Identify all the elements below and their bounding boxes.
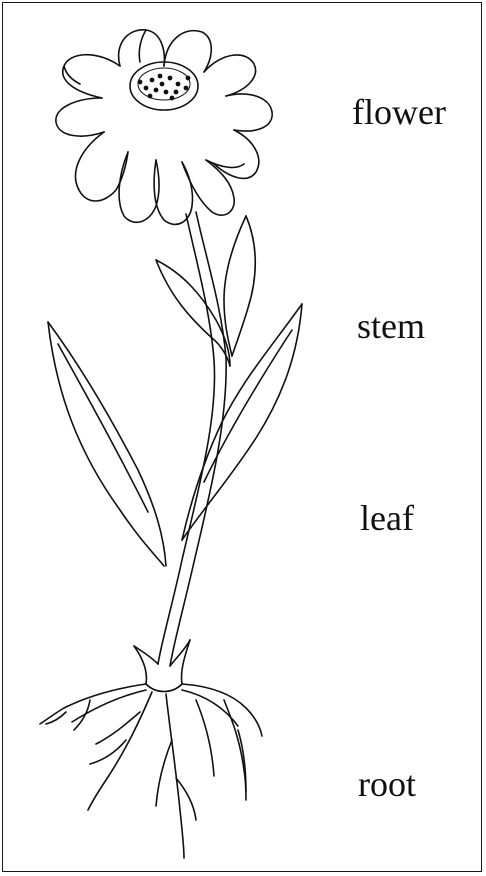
label-stem: stem — [357, 308, 425, 344]
roots — [40, 640, 262, 858]
left-leaf — [48, 322, 166, 566]
stem — [158, 212, 226, 666]
upper-right-leaf — [224, 216, 255, 356]
label-leaf: leaf — [360, 500, 414, 536]
flower-head — [56, 30, 272, 225]
right-leaf — [182, 304, 302, 540]
label-flower: flower — [352, 94, 446, 130]
label-root: root — [358, 766, 416, 802]
